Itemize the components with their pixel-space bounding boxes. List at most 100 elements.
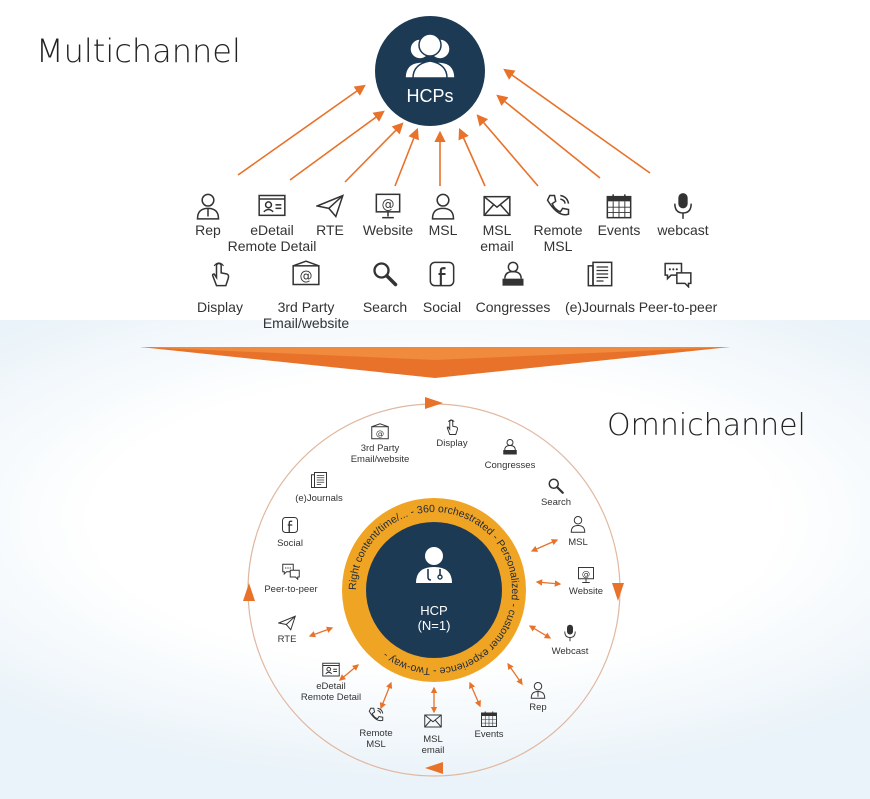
multichannel-channel-label: eDetail Remote Detail [227, 222, 317, 254]
multichannel-channel-icon-wrap [258, 192, 286, 220]
speaker-podium-icon [502, 261, 524, 286]
svg-text:@: @ [382, 197, 395, 212]
omnichannel-channel-label: Search [540, 497, 572, 508]
omnichannel-channel-icon-wrap [278, 614, 296, 632]
omnichannel-channel-label: RTE [277, 634, 297, 645]
multichannel-channel-label: MSL email [480, 222, 514, 254]
omnichannel-channel-label: 3rd Party Email/website [350, 443, 410, 465]
multichannel-channel-icon-wrap [605, 192, 633, 220]
multichannel-channel-icon-wrap [586, 260, 614, 288]
msl-person-icon [570, 516, 586, 533]
multichannel-channel-label: Events [597, 222, 641, 238]
multichannel-channel-icon-wrap [429, 192, 457, 220]
multichannel-channel-label: 3rd Party Email/website [262, 299, 350, 331]
omnichannel-channel-icon-wrap [561, 624, 579, 642]
multichannel-channel-icon-wrap [206, 260, 234, 288]
multichannel-channel-label: Website [362, 222, 414, 238]
omnichannel-channel-icon-wrap [501, 438, 519, 456]
omnichannel-title: Omnichannel [607, 408, 806, 443]
svg-text:@: @ [376, 428, 384, 438]
omnichannel-channel-label: Congresses [484, 460, 536, 471]
multichannel-channel-label: Congresses [475, 299, 551, 315]
multichannel-channel-icon-wrap [428, 260, 456, 288]
omnichannel-channel-icon-wrap: @ [577, 566, 595, 584]
cycle-arrowhead [425, 397, 443, 409]
doctor-icon [416, 547, 452, 583]
omnichannel-channel-icon-wrap [569, 515, 587, 533]
channel-to-hcps-arrow [503, 68, 651, 174]
two-way-arrow [528, 625, 552, 639]
cycle-arrowhead [612, 583, 624, 601]
channel-to-hcps-arrow [458, 127, 486, 187]
hcp-hub-label: HCP (N=1) [418, 603, 451, 633]
two-way-arrow [530, 539, 559, 552]
channel-to-hcps-arrow [394, 127, 419, 187]
multichannel-title: Multichannel [36, 32, 241, 70]
multichannel-channel-label: (e)Journals [564, 299, 636, 315]
microphone-icon [564, 624, 576, 642]
multichannel-channel-icon-wrap [483, 192, 511, 220]
multichannel-channel-icon-wrap [371, 260, 399, 288]
chat-bubbles-icon [664, 262, 692, 288]
multichannel-channel-label: MSL [428, 222, 458, 238]
touch-hand-icon [446, 419, 458, 435]
omnichannel-channel-icon-wrap [529, 681, 547, 699]
channel-to-hcps-arrow [476, 114, 539, 187]
omnichannel-channel-icon-wrap [281, 516, 299, 534]
omnichannel-channel-icon-wrap [480, 710, 498, 728]
multichannel-arrows [237, 68, 651, 187]
cycle-arrowhead [243, 583, 255, 601]
search-icon [548, 478, 564, 494]
msl-person-icon [431, 193, 455, 220]
multichannel-channel-icon-wrap [499, 260, 527, 288]
multichannel-channel-label: Display [197, 299, 243, 315]
hcp-label: HCP [420, 603, 448, 618]
two-way-arrow [379, 681, 393, 710]
calendar-icon [481, 711, 497, 727]
omnichannel-channel-label: eDetail Remote Detail [300, 681, 362, 703]
svg-text:@: @ [300, 269, 313, 284]
facebook-icon [282, 517, 298, 533]
two-way-arrow [535, 579, 562, 587]
multichannel-channel-label: webcast [657, 222, 709, 238]
omnichannel-channel-label: MSL [568, 537, 588, 548]
email-at-icon: @ [292, 260, 320, 286]
paper-plane-icon [316, 194, 344, 219]
omnichannel-channel-label: Social [277, 538, 303, 549]
multichannel-channel-icon-wrap: @ [292, 260, 320, 288]
multichannel-channel-icon-wrap [544, 192, 572, 220]
omnichannel-channel-label: Events [474, 729, 504, 740]
facebook-icon [429, 261, 455, 287]
omnichannel-channel-icon-wrap: @ [371, 423, 389, 441]
multichannel-channel-label: Remote MSL [533, 222, 583, 254]
omnichannel-channel-icon-wrap [424, 712, 442, 730]
channel-to-hcps-arrow [344, 122, 404, 183]
omnichannel-channel-icon-wrap [547, 477, 565, 495]
multichannel-channel-icon-wrap [316, 192, 344, 220]
journal-icon [311, 472, 327, 488]
edetail-screen-icon [258, 194, 286, 217]
hcps-hub-circle [375, 16, 485, 126]
multichannel-channel-label: RTE [316, 222, 344, 238]
two-way-arrow [339, 664, 359, 681]
website-monitor-icon: @ [578, 567, 594, 583]
microphone-icon [674, 193, 692, 219]
multichannel-channel-icon-wrap [194, 192, 222, 220]
person-icon [530, 682, 546, 699]
doctors-group-icon [404, 33, 456, 79]
edetail-screen-icon [322, 662, 340, 677]
hcp-sublabel: (N=1) [417, 618, 451, 633]
multichannel-channel-label: Peer-to-peer [638, 299, 718, 315]
channel-to-hcps-arrow [496, 94, 601, 179]
paper-plane-icon [278, 615, 296, 631]
omnichannel-channel-label: Display [436, 438, 468, 449]
search-icon [373, 262, 398, 287]
speaker-podium-icon [503, 439, 517, 455]
omnichannel-channel-label: Peer-to-peer [264, 584, 318, 595]
omnichannel-channel-label: Remote MSL [359, 728, 393, 750]
omnichannel-channel-icon-wrap [282, 562, 300, 580]
channel-to-hcps-arrow [289, 110, 385, 181]
phone-icon [368, 707, 384, 722]
two-way-arrow [308, 626, 334, 638]
